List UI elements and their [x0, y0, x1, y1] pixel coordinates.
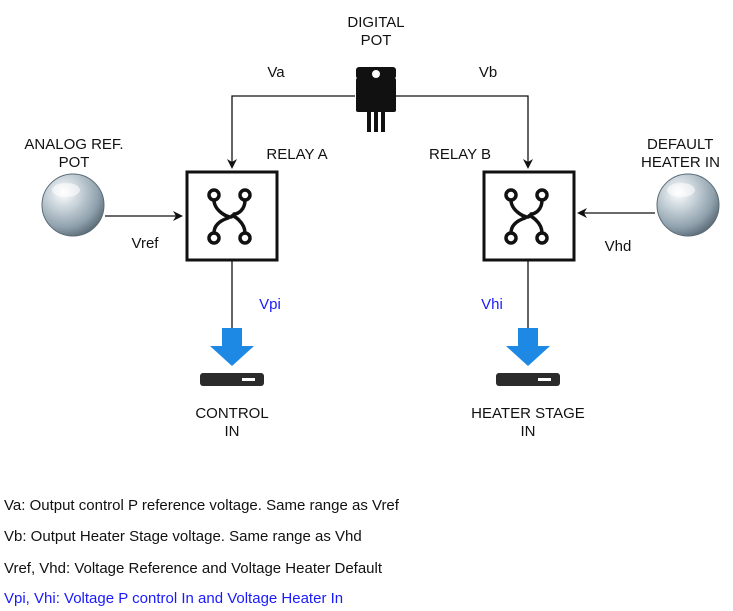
note-vref-vhd: Vref, Vhd: Voltage Reference and Voltage… — [4, 560, 383, 577]
digital-pot-label-line1: DIGITAL — [347, 14, 405, 31]
note-vb: Vb: Output Heater Stage voltage. Same ra… — [4, 528, 362, 545]
default-heater-label-line1: DEFAULT — [647, 136, 714, 153]
relay-b — [482, 170, 576, 262]
vref-label: Vref — [131, 235, 159, 252]
control-in-label-line2: IN — [224, 423, 240, 440]
digital-pot-label: DIGITAL POT — [326, 14, 426, 50]
heater-stage-label-line1: HEATER STAGE — [471, 405, 585, 422]
relay-a — [185, 170, 279, 262]
relay-switch-icon — [504, 188, 549, 245]
vpi-label: Vpi — [259, 296, 281, 313]
note-vpi-vhi: Vpi, Vhi: Voltage P control In and Volta… — [4, 590, 344, 607]
control-in-label-line1: CONTROL — [195, 405, 269, 422]
analog-ref-pot-label: ANALOG REF. POT — [0, 136, 148, 172]
vhi-label: Vhi — [481, 296, 503, 313]
ic-chip-icon — [356, 67, 396, 132]
note-va: Va: Output control P reference voltage. … — [4, 497, 399, 514]
knob-icon — [656, 173, 720, 237]
relay-a-label: RELAY A — [266, 146, 328, 163]
relay-b-label: RELAY B — [429, 146, 491, 163]
digital-pot-label-line2: POT — [360, 32, 392, 49]
vb-label: Vb — [478, 64, 498, 81]
default-heater-label: DEFAULT HEATER IN — [633, 136, 733, 172]
vb-wire — [395, 95, 533, 169]
default-heater-label-line2: HEATER IN — [641, 154, 720, 171]
analog-ref-label-line2: POT — [58, 154, 90, 171]
va-wire — [227, 95, 355, 169]
download-arrow-icon — [200, 328, 264, 386]
va-label: Va — [267, 64, 285, 81]
relay-switch-icon — [207, 188, 252, 245]
heater-stage-label-line2: IN — [520, 423, 536, 440]
vhd-label: Vhd — [604, 238, 632, 255]
control-in-label: CONTROL IN — [172, 405, 292, 441]
download-arrow-icon — [496, 328, 560, 386]
knob-icon — [41, 173, 105, 237]
heater-stage-in-label: HEATER STAGE IN — [448, 405, 608, 441]
analog-ref-label-line1: ANALOG REF. — [24, 136, 124, 153]
